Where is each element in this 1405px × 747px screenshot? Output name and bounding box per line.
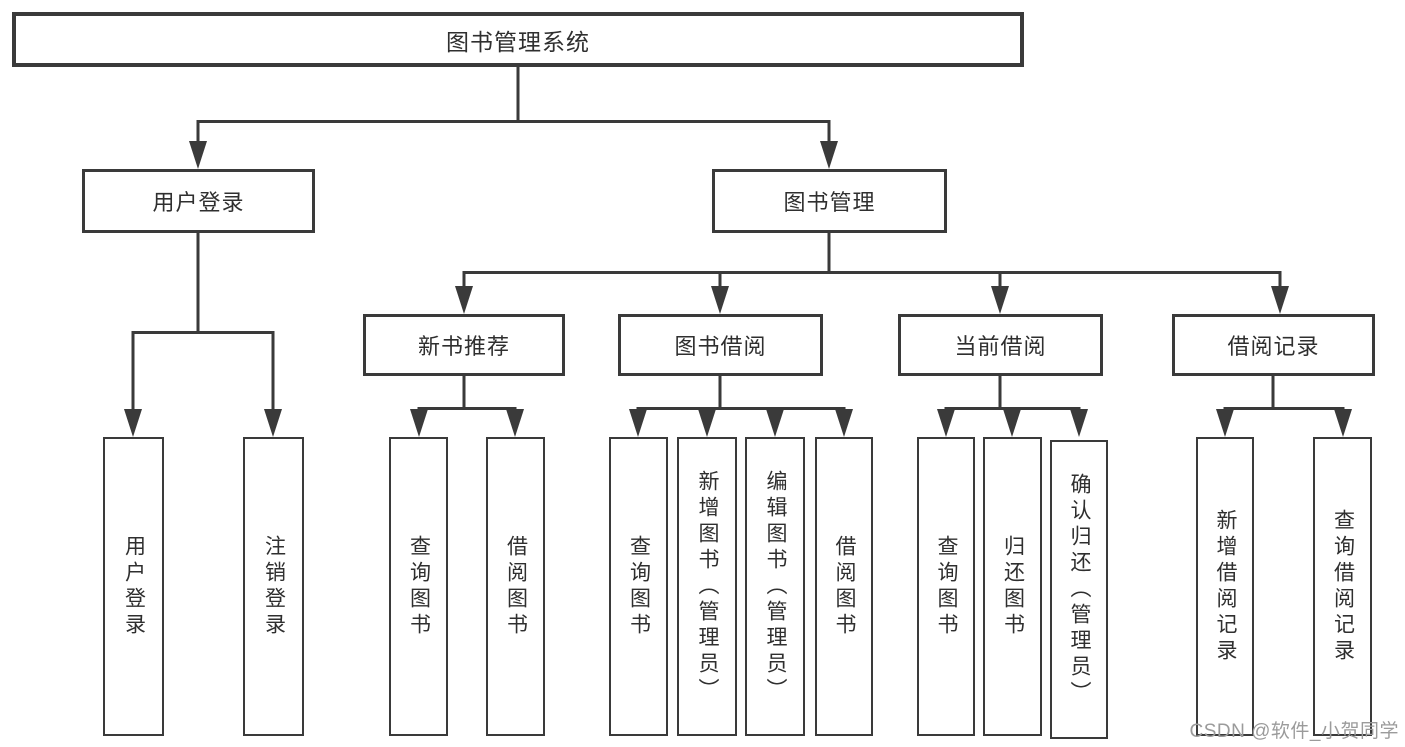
connector-book-borrow-rail: [636, 376, 846, 412]
arrowhead-br-query: [1334, 409, 1352, 437]
arrowhead-bb-add: [698, 409, 716, 437]
leaf-cb-return-books: 归还图书: [983, 437, 1042, 736]
arrowhead-nb-borrow: [506, 409, 524, 437]
arrowhead-bb-edit: [766, 409, 784, 437]
leaf-bb-borrow-books: 借阅图书: [815, 437, 873, 736]
leaf-br-add-record: 新增借阅记录: [1196, 437, 1254, 736]
arrowhead-leaf-logout: [264, 409, 282, 437]
connector-book-mgmt-rail: [462, 233, 1282, 289]
arrowhead-book-borrow: [711, 286, 729, 314]
leaf-cb-query-books: 查询图书: [917, 437, 975, 736]
node-user-login: 用户登录: [82, 169, 315, 233]
leaf-br-query-record: 查询借阅记录: [1313, 437, 1372, 736]
arrowhead-bb-borrow: [835, 409, 853, 437]
arrowhead-cb-confirm: [1070, 409, 1088, 437]
leaf-user-login: 用户登录: [103, 437, 164, 736]
leaf-bb-query-books: 查询图书: [609, 437, 668, 736]
leaf-logout: 注销登录: [243, 437, 304, 736]
node-root-system: 图书管理系统: [12, 12, 1024, 67]
arrowhead-user-login: [189, 141, 207, 169]
arrowhead-leaf-login: [124, 409, 142, 437]
connector-user-login-rail: [131, 233, 275, 412]
connector-level2-rail: [196, 120, 831, 146]
arrowhead-book-mgmt: [820, 141, 838, 169]
arrowhead-borrow-records: [1271, 286, 1289, 314]
arrowhead-cb-return: [1003, 409, 1021, 437]
arrowhead-cb-query: [937, 409, 955, 437]
node-current-borrowing: 当前借阅: [898, 314, 1103, 376]
node-new-book-recommendation: 新书推荐: [363, 314, 565, 376]
leaf-nb-borrow-books: 借阅图书: [486, 437, 545, 736]
leaf-nb-query-books: 查询图书: [389, 437, 448, 736]
arrowhead-br-add: [1216, 409, 1234, 437]
node-borrowing-records: 借阅记录: [1172, 314, 1375, 376]
arrowhead-new-book-rec: [455, 286, 473, 314]
arrowhead-bb-query: [629, 409, 647, 437]
connector-borrow-records-rail: [1223, 376, 1345, 412]
node-book-borrowing: 图书借阅: [618, 314, 823, 376]
leaf-cb-confirm-return-admin: 确认归还（管理员）: [1050, 440, 1108, 739]
connector-new-book-rec-rail: [417, 376, 517, 412]
connector-current-borrow-rail: [944, 376, 1081, 412]
csdn-watermark: CSDN @软件_小贺同学: [1189, 721, 1399, 742]
leaf-bb-edit-books-admin: 编辑图书（管理员）: [745, 437, 805, 736]
node-book-management: 图书管理: [712, 169, 947, 233]
arrowhead-nb-query: [410, 409, 428, 437]
leaf-bb-add-books-admin: 新增图书（管理员）: [677, 437, 737, 736]
arrowhead-current-borrow: [991, 286, 1009, 314]
